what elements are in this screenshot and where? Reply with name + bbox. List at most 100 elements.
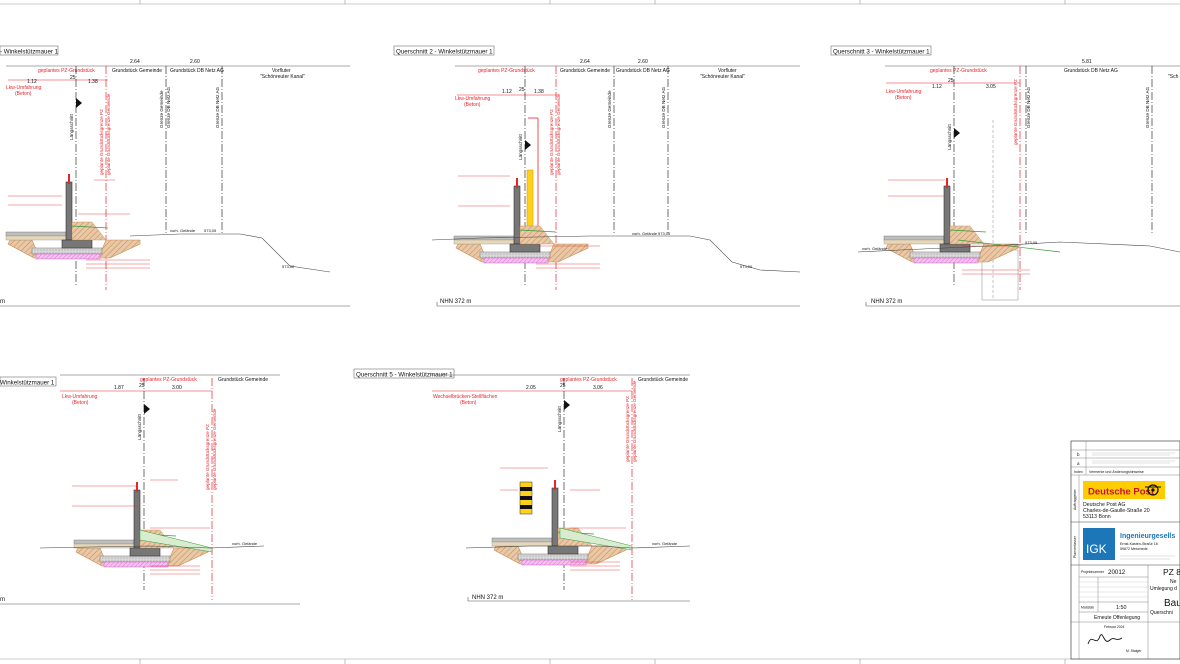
scale-label: Maßstab — [1081, 606, 1094, 610]
section-1-dim-1: 1.12 — [27, 79, 37, 85]
revision-a: a — [1077, 461, 1080, 466]
section-1-label-vorfluter: Vorfluter — [272, 68, 291, 74]
section-5-ground-label: vorh. Gelände — [652, 541, 678, 546]
section-3-label-beton: (Beton) — [895, 95, 912, 101]
section-1-nhn: m — [0, 299, 5, 305]
section-2-dim-5: 2.60 — [638, 59, 648, 65]
section-2-vlabel-3: geplante Grundstücksgrenze Gemeinde — [556, 93, 561, 175]
section-2-dim-3: 1.38 — [534, 89, 544, 95]
posthorn-icon — [1145, 484, 1161, 496]
section-3-title: Querschnitt 3 - Winkelstützmauer 1 — [833, 49, 930, 56]
plan-detail-title: Querschni — [1150, 610, 1173, 616]
section-5-vlabel-1: Längsschnitt — [557, 405, 562, 432]
section-3-label-pz: geplantes PZ-Grundstück — [930, 68, 987, 74]
section-2-label-beton: (Beton) — [464, 102, 481, 108]
igk-logo-text: IGK — [1086, 542, 1107, 556]
section-2-vlabel-4: Grenze Gemeinde — [607, 90, 612, 128]
section-2-label-kanal: "Schönreuter Kanal" — [700, 74, 745, 80]
section-5-vlabel-2: geplante Grundstücksgrenze PZ — [625, 396, 630, 462]
section-1-vlabel-1: Längsschnitt — [69, 113, 74, 140]
section-5-dim-1: 2.05 — [526, 385, 536, 391]
cross-section-1: - Winkelstützmauer 1 2.64 2.60 1.12 25 1… — [0, 45, 350, 307]
section-3-label-lkw: Lkw-Umfahrung — [886, 89, 922, 95]
section-1-dim-3: 1.38 — [88, 79, 98, 85]
section-1-vlabel-6: Grenze DB Netz AG — [215, 86, 220, 128]
project-number-label: Projektnummer — [1081, 570, 1105, 574]
section-2-label-gemeinde: Grundstück Gemeinde — [560, 68, 610, 74]
section-1-label-beton: (Beton) — [15, 91, 32, 97]
section-1-dim-5: 2.60 — [190, 59, 200, 65]
plan-title: PZ 8 — [1163, 567, 1180, 577]
section-3-dim-2: 25 — [948, 78, 954, 84]
section-3-level-1: 573,05 — [1025, 240, 1038, 245]
section-5-vlabel-3: geplante Grundstücksgrenze Gemeinde — [632, 380, 637, 462]
signer-name: M. Staiger — [1126, 649, 1142, 653]
section-5-label-pz: geplantes PZ-Grundstück — [560, 377, 617, 383]
section-5-label-beton: (Beton) — [460, 400, 477, 406]
cross-section-4: Winkelstützmauer 1 1.87 25 3.00 geplante… — [0, 374, 300, 605]
section-3-label-db: Grundstück DB Netz AG — [1064, 68, 1118, 74]
section-2-dim-1: 1.12 — [502, 89, 512, 95]
section-4-vlabel-3: geplante Grundstücksgrenze Gemeinde — [212, 408, 217, 490]
client-name: Deutsche Post AG — [1083, 502, 1125, 508]
section-2-dim-2: 25 — [519, 87, 525, 93]
section-1-label-kanal: "Schönreuter Kanal" — [260, 74, 305, 80]
section-2-dim-4: 2.64 — [580, 59, 590, 65]
project-number: 20012 — [1108, 569, 1126, 576]
section-2-level-1: 573,05 — [658, 231, 671, 236]
scale-value: 1:50 — [1116, 605, 1127, 611]
section-4-dim-2: 25 — [139, 383, 145, 389]
section-1-label-db: Grundstück DB Netz AG — [170, 68, 224, 74]
client-street: Charles-de-Gaulle-Straße 20 — [1083, 508, 1150, 514]
section-5-nhn: NHN 372 m — [472, 595, 503, 601]
section-5-label-wechsel: Wechselbrücken-Stellflächen — [433, 394, 498, 400]
section-1-vlabel-3: geplante Grundstücksgrenze Gemeinde — [106, 93, 111, 175]
section-2-title: Querschnitt 2 - Winkelstützmauer 1 — [396, 49, 493, 56]
section-3-vlabel-2: geplante Grundstücksgrenze PZ — [1013, 79, 1018, 145]
section-2-label-pz: geplantes PZ-Grundstück — [478, 68, 535, 74]
cross-section-3: Querschnitt 3 - Winkelstützmauer 1 5.81 … — [830, 45, 1180, 307]
section-2-label-db: Grundstück DB Netz AG — [616, 68, 670, 74]
section-5-title: Querschnitt 5 - Winkelstützmauer 1 — [356, 372, 453, 379]
revision-notes-header: Vermerke und Änderungshinweise — [1089, 470, 1144, 474]
plan-subtitle-2: Umlegung d — [1150, 586, 1177, 592]
section-4-dim-3: 3.00 — [172, 385, 182, 391]
engineer-street: Ernst-Kasten-Straße 16 — [1120, 542, 1158, 546]
section-2-level-2: 573,00 — [740, 264, 753, 269]
cross-section-2: Querschnitt 2 - Winkelstützmauer 1 2.64 … — [393, 45, 801, 307]
section-1-dim-4: 2.64 — [130, 59, 140, 65]
section-4-nhn: m — [0, 597, 5, 603]
section-1-level-2: 573,00 — [282, 264, 295, 269]
revision-b: b — [1077, 452, 1080, 457]
section-3-nhn: NHN 372 m — [871, 299, 902, 305]
cross-section-5: Querschnitt 5 - Winkelstützmauer 1 2.05 … — [353, 368, 691, 602]
section-2-nhn: NHN 372 m — [440, 299, 471, 305]
section-3-dim-4: 5.81 — [1082, 59, 1092, 65]
section-5-label-gemeinde: Grundstück Gemeinde — [638, 377, 688, 383]
section-2-vlabel-1: Längsschnitt — [518, 133, 523, 160]
section-1-title: - Winkelstützmauer 1 — [0, 49, 59, 56]
revision-table — [1071, 441, 1180, 476]
section-3-dim-3: 3.05 — [986, 84, 996, 90]
section-2-vlabel-5: Grenze DB Netz AG — [661, 86, 666, 128]
section-1-label-pz: geplantes PZ-Grundstück — [38, 68, 95, 74]
bollard — [519, 481, 533, 515]
section-5-dim-3: 3.06 — [593, 385, 603, 391]
section-2-vlabel-2: geplante Grundstücksgrenze PZ — [549, 109, 554, 175]
section-4-label-beton: (Beton) — [72, 400, 89, 406]
section-3-vlabel-3: Grenze DB Netz AG — [1026, 86, 1031, 128]
section-4-vlabel-2: geplante Grundstücksgrenze PZ — [205, 424, 210, 490]
section-4-ground-label: vorh. Gelände — [232, 541, 258, 546]
section-1-vlabel-4: Grenze Gemeinde — [159, 90, 164, 128]
section-4-title: Winkelstützmauer 1 — [0, 380, 55, 387]
section-4-label-lkw: Lkw-Umfahrung — [62, 394, 98, 400]
section-3-dim-1: 1.12 — [932, 84, 942, 90]
section-4-vlabel-1: Längsschnitt — [137, 413, 142, 440]
section-3-vlabel-1: Längsschnitt — [947, 123, 952, 150]
deutsche-post-logo — [1083, 481, 1165, 499]
engineer-city: 59872 Meschede — [1120, 547, 1148, 551]
plan-main-title: Bau — [1164, 598, 1180, 609]
section-4-label-pz: geplantes PZ-Grundstück — [140, 377, 197, 383]
